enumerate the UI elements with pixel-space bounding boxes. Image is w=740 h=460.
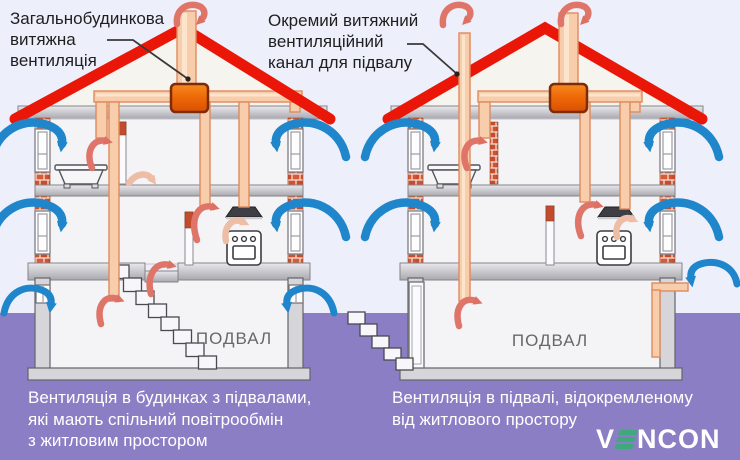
window [407, 210, 424, 255]
stair-landing [144, 270, 179, 283]
exhaust-fan-unit [548, 82, 589, 114]
basement-wall [659, 277, 676, 371]
logo-prefix: V [596, 424, 616, 454]
window [287, 210, 304, 255]
stove [226, 230, 262, 266]
exhaust-fan-unit [169, 82, 210, 114]
logo-suffix: NCON [637, 424, 721, 454]
window [407, 128, 424, 173]
basement-stairs [110, 264, 218, 370]
basement-label-right: ПОДВАЛ [511, 331, 589, 350]
floor-slab [34, 184, 304, 197]
floor-slab [407, 184, 676, 197]
callout-pointer-right [407, 43, 460, 77]
window [659, 210, 676, 255]
kitchen-hood [225, 206, 263, 220]
air-inflow-arrows [0, 118, 351, 317]
air-outflow-arrows [86, 1, 250, 328]
house-left [0, 1, 351, 381]
basement-inlet-pipe [651, 282, 689, 358]
window [34, 210, 51, 255]
window [34, 128, 51, 173]
basement-floor [27, 367, 311, 381]
interior-wall [545, 205, 555, 266]
window [659, 128, 676, 173]
air-inflow-arrows [360, 118, 740, 288]
attic-slab [390, 105, 704, 120]
outdoor-stairs [347, 311, 414, 371]
caption-right: Вентиляція в підвалі, відокремленому від… [392, 388, 693, 429]
interior-chase [489, 121, 499, 185]
vencon-logo: V NCON [596, 424, 721, 455]
logo-e-bars-icon [614, 430, 638, 449]
basement-floor [399, 367, 683, 381]
attic-space [400, 32, 695, 108]
basement-label-left: ПОДВАЛ [195, 329, 273, 348]
callout-common-exhaust: Загальнобудинкова витяжна вентиляція [10, 9, 165, 70]
air-outflow-arrows [439, 1, 639, 330]
house-right [347, 1, 740, 381]
callout-separate-duct: Окремий витяжний вентиляційний канал для… [268, 11, 419, 72]
roof [382, 21, 708, 125]
ground-slab [399, 262, 683, 281]
callout-pointer-left [107, 39, 191, 82]
window [287, 128, 304, 173]
basement-door [408, 281, 425, 369]
caption-left: Вентиляція в будинках з підвалами, які м… [28, 388, 312, 450]
